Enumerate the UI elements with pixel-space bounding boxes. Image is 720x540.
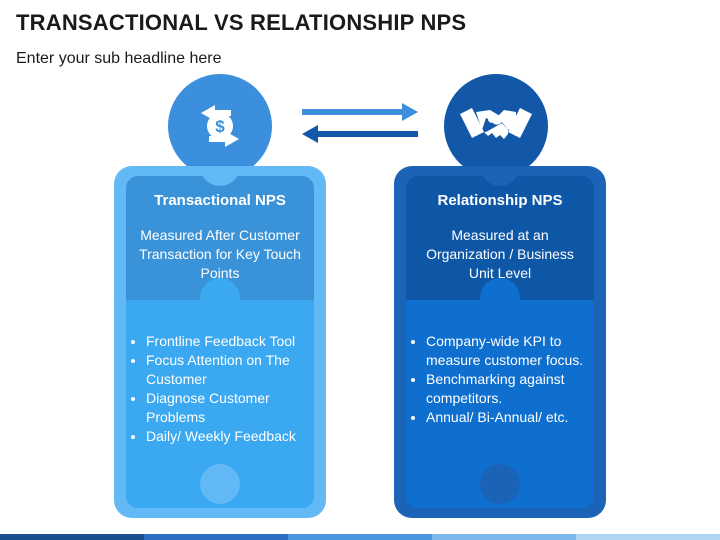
- band-segment: [144, 534, 288, 540]
- card-title: Transactional NPS: [154, 192, 286, 209]
- list-item: Focus Attention on The Customer: [146, 351, 312, 389]
- card-notch: [480, 278, 520, 318]
- slide-subtitle: Enter your sub headline here: [16, 50, 222, 67]
- list-item: Diagnose Customer Problems: [146, 389, 312, 427]
- card-bullet-list: Frontline Feedback Tool Focus Attention …: [130, 332, 312, 446]
- relationship-icon-circle: [444, 74, 548, 178]
- transactional-nps-card: Transactional NPS Measured After Custome…: [114, 166, 326, 518]
- card-description: Measured at an Organization / Business U…: [426, 227, 574, 281]
- band-segment: [0, 534, 144, 540]
- list-item: Company-wide KPI to measure customer foc…: [426, 332, 592, 370]
- card-notch: [200, 166, 240, 186]
- bidirectional-arrows-icon: [302, 103, 418, 143]
- list-item: Annual/ Bi-Annual/ etc.: [426, 408, 592, 427]
- list-item: Daily/ Weekly Feedback: [146, 427, 312, 446]
- card-title: Relationship NPS: [437, 192, 563, 209]
- exchange-dollar-icon: $: [201, 105, 239, 147]
- slide-title: TRANSACTIONAL VS RELATIONSHIP NPS: [16, 10, 467, 35]
- relationship-nps-card: Relationship NPS Measured at an Organiza…: [394, 166, 606, 518]
- bottom-color-band: [0, 534, 720, 540]
- band-segment: [576, 534, 720, 540]
- card-bullet-list: Company-wide KPI to measure customer foc…: [410, 332, 592, 427]
- transactional-icon-circle: $: [168, 74, 272, 178]
- list-item: Frontline Feedback Tool: [146, 332, 312, 351]
- svg-text:$: $: [215, 117, 225, 136]
- handshake-icon: [460, 108, 532, 139]
- card-notch: [200, 464, 240, 504]
- band-segment: [432, 534, 576, 540]
- card-description: Measured After Customer Transaction for …: [139, 227, 301, 281]
- band-segment: [288, 534, 432, 540]
- list-item: Benchmarking against competitors.: [426, 370, 592, 408]
- card-notch: [480, 166, 520, 186]
- card-notch: [200, 278, 240, 318]
- card-notch: [480, 464, 520, 504]
